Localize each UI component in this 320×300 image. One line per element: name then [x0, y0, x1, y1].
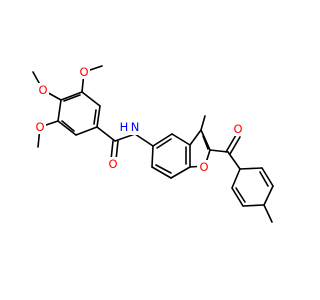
methoxy-oxygen-label: O: [79, 65, 88, 79]
atom-labels: O O O O H N O O: [33, 65, 245, 174]
bond: [57, 99, 62, 122]
bond: [209, 149, 229, 153]
bond: [263, 204, 273, 223]
label-background: [118, 120, 142, 135]
bond: [63, 94, 81, 102]
label-background: [33, 120, 46, 134]
bond: [189, 129, 202, 146]
bond: [225, 134, 237, 153]
label-background: [107, 157, 120, 171]
ketone-oxygen-label: O: [233, 122, 242, 136]
bond: [155, 164, 172, 174]
label-background: [77, 65, 90, 79]
bond: [242, 204, 265, 207]
bond: [151, 145, 154, 168]
bond: [202, 135, 209, 150]
bond: [134, 133, 154, 147]
bond: [115, 140, 119, 161]
bond: [151, 166, 172, 179]
molecule-structure-diagram: O O O O H N O O: [32, 65, 274, 223]
bond: [171, 133, 191, 146]
furan-oxygen-label: O: [199, 160, 208, 174]
bond: [75, 126, 98, 136]
bond-lines: [32, 65, 274, 223]
bond: [200, 129, 211, 151]
bond: [229, 136, 241, 155]
methoxy-oxygen-label: O: [35, 120, 44, 134]
bond: [93, 109, 97, 125]
bond: [239, 167, 263, 170]
bond: [170, 166, 191, 179]
bond: [110, 140, 114, 161]
bond: [227, 151, 241, 170]
bond: [261, 167, 274, 187]
bond: [263, 185, 274, 206]
amide-nitrogen-label: N: [131, 120, 140, 134]
bond: [114, 133, 136, 142]
bond: [235, 187, 246, 203]
bond: [231, 168, 241, 189]
amide-oxygen-label: O: [108, 157, 117, 171]
bond: [200, 115, 206, 131]
bond: [156, 138, 172, 149]
amide-hydrogen-label: H: [120, 120, 129, 134]
bond: [231, 187, 244, 207]
bond: [259, 171, 269, 187]
bond: [60, 91, 83, 101]
bond: [96, 105, 101, 128]
bond: [57, 120, 77, 136]
label-background: [232, 122, 245, 136]
bond: [81, 91, 101, 107]
label-background: [197, 160, 210, 174]
methoxy-oxygen-label: O: [38, 83, 47, 97]
label-background: [36, 83, 49, 97]
bond: [61, 120, 75, 132]
bond: [96, 126, 116, 142]
bond: [152, 133, 173, 147]
